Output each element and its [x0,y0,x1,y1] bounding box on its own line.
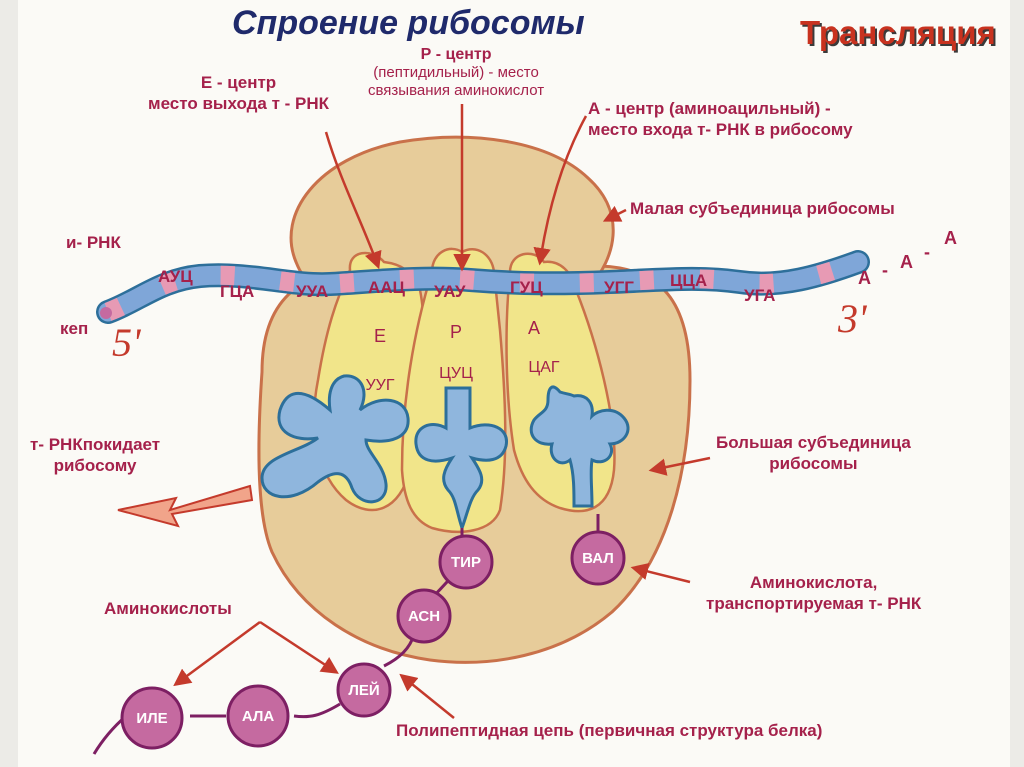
codon-9: УГА [744,286,775,305]
e-site-label: Е - центр место выхода т - РНК [148,72,329,114]
aa-transported-label: Аминокислота, транспортируемая т- РНК [706,572,921,614]
polypeptide-label: Полипептидная цепь (первичная структура … [396,721,823,740]
p-site-title: Р - центр [420,46,492,63]
site-e-letter: Е [374,326,386,346]
trna-p-site [414,386,508,533]
poly-a-2: А [900,252,913,272]
anticodon-p: ЦУЦ [439,365,473,382]
trna-leaves-line-2: рибосому [53,456,137,475]
bead-label-tir: ТИР [451,554,481,571]
poly-a-3: А [944,228,957,248]
trna-e-site [260,374,410,504]
a-site-title: А - центр (аминоацильный) - [588,99,831,118]
large-subunit-line-1: Большая субъединица [716,433,911,452]
bead-ile [120,686,184,750]
pointer-arrows [173,104,711,719]
bead-ley [336,662,392,718]
codon-1: АУЦ [158,267,193,286]
a-site-desc: место входа т- РНК в рибосому [588,120,853,139]
mrna-pink-stripes [104,253,862,321]
bead-asn [396,588,452,644]
site-p-letter: Р [450,322,462,342]
mrna-label: и- РНК [66,233,121,252]
trna-leaves-line-1: т- РНКпокидает [30,435,161,454]
amino-acid-beads [120,530,626,750]
aa-transported-line-2: транспортируемая т- РНК [706,594,922,613]
trna-a-site [529,385,630,508]
bead-val [570,530,626,586]
large-subunit-label: Большая субъединица рибосомы [716,432,911,474]
codon-8: ЦЦА [670,271,707,290]
trna-leaving-arrow [117,484,254,528]
aa-transported-line-1: Аминокислота, [749,573,878,592]
bead-ala [226,684,290,748]
e-site-desc: место выхода т - РНК [148,94,330,113]
p-site-desc-2: связывания аминокислот [368,82,545,99]
anticodon-e: УУГ [366,377,395,394]
bead-label-val: ВАЛ [582,550,614,567]
codon-6: ГУЦ [510,278,543,297]
poly-a-dash-1: - [882,260,888,280]
codon-2: ГЦА [220,282,254,301]
five-prime-label: 5' [112,320,142,365]
bead-label-ala: АЛА [242,708,275,725]
large-subunit-line-2: рибосомы [769,454,858,473]
topic-badge: Трансляция [800,14,996,51]
site-a-letter: А [528,318,540,338]
e-site-title: Е - центр [200,73,277,92]
bead-label-asn: АСН [408,608,440,625]
codon-5: УАУ [434,282,466,301]
amino-acids-label: Аминокислоты [104,599,232,618]
codon-4: ААЦ [368,278,406,297]
cap-dot [100,307,112,319]
codon-3: УУА [296,282,328,301]
trna-leaves-label: т- РНКпокидает рибосому [30,434,160,476]
cap-label: кеп [60,319,89,338]
bead-label-ile: ИЛЕ [136,710,167,727]
small-subunit-label: Малая субъединица рибосомы [630,199,895,218]
codon-7: УГГ [604,278,634,297]
diagram-title: Спроение рибосомы [232,4,585,42]
bead-tir [438,534,494,590]
a-site-label: А - центр (аминоацильный) - место входа … [588,98,853,140]
p-site-label: Р - центр (пептидильный) - место связыва… [368,46,544,100]
bead-label-ley: ЛЕЙ [348,681,379,699]
p-site-desc-1: (пептидильный) - место [373,64,539,81]
poly-a-dash-2: - [924,242,930,262]
three-prime-label: 3' [837,296,868,341]
poly-a-1: А [858,268,871,288]
anticodon-a: ЦАГ [528,359,560,376]
